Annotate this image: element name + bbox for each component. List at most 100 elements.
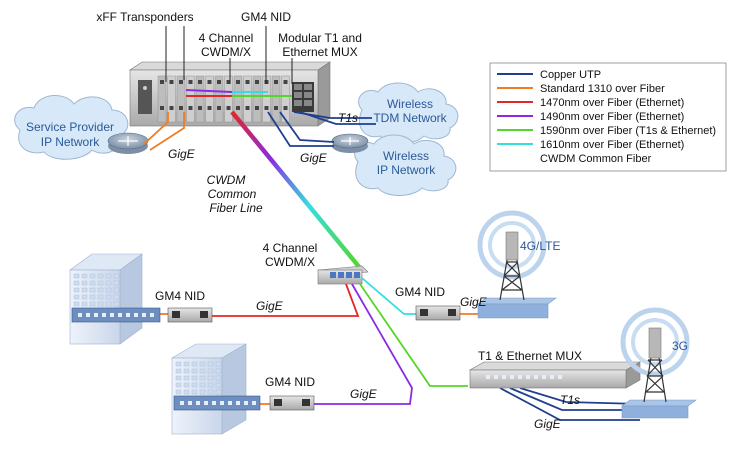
ip-cloud-label-1: Wireless — [383, 149, 429, 163]
building-window — [97, 280, 104, 286]
building-window — [105, 294, 112, 300]
switch-port — [180, 401, 184, 405]
building-window — [183, 368, 190, 374]
gm4-nid-bottom-device — [269, 395, 315, 411]
building-window — [207, 368, 214, 374]
wireless-ip-cloud: Wireless IP Network — [354, 134, 457, 196]
building-window — [215, 382, 222, 388]
switch-port — [486, 375, 490, 379]
building-window — [81, 273, 88, 279]
rack-card-port — [255, 106, 259, 110]
building-window — [97, 294, 104, 300]
tdm-cloud-label-1: Wireless — [387, 97, 433, 111]
cwdm-mid-label-2: CWDM/X — [265, 255, 315, 269]
building-window — [183, 382, 190, 388]
rack-card-port — [274, 80, 278, 84]
building-window — [97, 301, 104, 307]
rack-card-port — [188, 80, 193, 84]
switch-port — [558, 375, 562, 379]
rack-card-port — [274, 106, 278, 110]
legend-label: 1490nm over Fiber (Ethernet) — [540, 111, 684, 123]
rack-card — [281, 75, 290, 123]
building-window — [215, 368, 222, 374]
rack-card-port — [179, 106, 183, 110]
xff-transponders-label: xFF Transponders — [96, 10, 193, 24]
switch-port — [118, 313, 122, 317]
service-provider-cloud: Service Provider IP Network — [14, 95, 129, 160]
building-window — [113, 280, 120, 286]
building-window — [199, 382, 206, 388]
central-office-rack — [129, 61, 331, 127]
rack-card-port — [283, 106, 288, 110]
gm4-nid-right-device — [415, 305, 461, 321]
building-window — [191, 368, 198, 374]
switch-port — [110, 313, 114, 317]
switch-port — [502, 375, 506, 379]
building-window — [183, 375, 190, 381]
mid-cwdm-unit — [317, 265, 369, 285]
switch-port — [550, 375, 554, 379]
building-window — [89, 280, 96, 286]
building-window — [73, 287, 80, 293]
building-window — [73, 273, 80, 279]
legend-label: CWDM Common Fiber — [540, 153, 652, 165]
building-window — [183, 361, 190, 367]
rack-card-port — [169, 80, 174, 84]
rack-card-port — [207, 80, 212, 84]
rack-card-port — [236, 80, 240, 84]
rack-card-port — [160, 106, 164, 110]
gige-bottom-label: GigE — [350, 387, 378, 401]
rack-card-port — [264, 106, 269, 110]
building-window — [81, 287, 88, 293]
gige-right-label: GigE — [460, 295, 488, 309]
building-window — [215, 375, 222, 381]
cwdm-mid-label-1: 4 Channel — [263, 241, 318, 255]
rack-card-port — [283, 80, 288, 84]
gige-top-label: GigE — [300, 151, 328, 165]
rack-card — [243, 75, 252, 123]
mux-top-label-2: Ethernet MUX — [282, 45, 357, 59]
top-links — [143, 89, 376, 151]
building-window — [105, 273, 112, 279]
building-window — [199, 389, 206, 395]
tower-4g-lte: 4G/LTE — [477, 210, 560, 319]
building-window — [207, 375, 214, 381]
cwdm-fiber-label-3: Fiber Line — [209, 201, 263, 215]
building-window — [215, 361, 222, 367]
building-window — [191, 375, 198, 381]
building-window — [207, 382, 214, 388]
t1s-top-label: T1s — [338, 111, 358, 125]
sp-cloud-label-1: Service Provider — [26, 120, 114, 134]
switch-port — [494, 375, 498, 379]
rack-card-port — [198, 80, 202, 84]
rack-card-port — [169, 106, 174, 110]
building-window — [183, 389, 190, 395]
mux-top-label-1: Modular T1 and — [278, 31, 362, 45]
wireless-router — [331, 133, 369, 153]
switch-port — [244, 401, 248, 405]
legend-label: 1470nm over Fiber (Ethernet) — [540, 97, 684, 109]
switch-port — [134, 313, 138, 317]
gm4-nid-left-device — [167, 307, 213, 323]
switch-port — [86, 313, 90, 317]
cwdm-common-fiber — [230, 110, 362, 270]
rack-card — [186, 75, 195, 123]
t1s-bottom-label: T1s — [560, 393, 580, 407]
rack-card — [205, 75, 214, 123]
switch-port — [510, 375, 514, 379]
rack-card-port — [245, 80, 250, 84]
cwdm-top-label-1: 4 Channel — [199, 31, 254, 45]
gm4-nid-right-label: GM4 NID — [395, 285, 445, 299]
rack-card — [224, 75, 233, 123]
branch-links — [158, 277, 641, 421]
rack-card — [167, 75, 176, 123]
switch-port — [542, 375, 546, 379]
rack-card — [157, 75, 167, 123]
switch-port — [188, 401, 192, 405]
cwdm-fiber-label-1: CWDM — [207, 173, 246, 187]
rack-card-port — [198, 106, 202, 110]
gige-mux-label: GigE — [534, 417, 562, 431]
building-window — [207, 389, 214, 395]
building-window — [207, 361, 214, 367]
rack-card-port — [188, 106, 193, 110]
